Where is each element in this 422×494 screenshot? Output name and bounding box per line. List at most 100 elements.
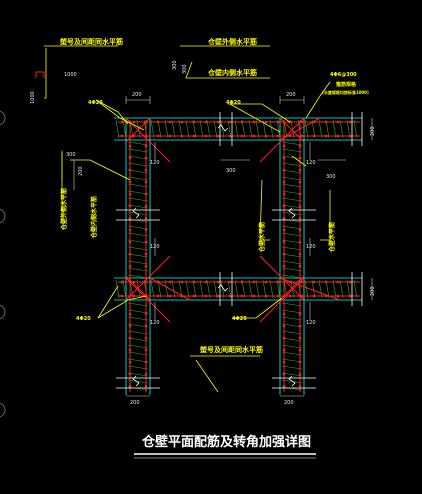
rebar-dot bbox=[282, 372, 286, 376]
rebar-dot bbox=[298, 336, 302, 340]
hatch-stroke bbox=[304, 279, 309, 299]
rebar-dot bbox=[128, 180, 132, 184]
rebar-dot bbox=[312, 120, 316, 124]
hatch-stroke bbox=[269, 279, 274, 299]
hatch-stroke bbox=[281, 169, 303, 174]
rebar-dot bbox=[300, 280, 304, 284]
rebar-dot bbox=[128, 192, 132, 196]
rebar-dot bbox=[216, 280, 220, 284]
rebar-dot bbox=[336, 294, 340, 298]
tag-corner-bar-4: 4Φ20 bbox=[232, 316, 247, 322]
rebar-dot bbox=[282, 180, 286, 184]
hatch-stroke bbox=[127, 218, 149, 223]
vert-mid-label: 仓壁水平筋 bbox=[258, 222, 266, 253]
rebar-dot bbox=[300, 120, 304, 124]
rebar-dot bbox=[128, 204, 132, 208]
rebar-dot bbox=[298, 204, 302, 208]
hatch-stroke bbox=[339, 279, 344, 299]
hatch-stroke bbox=[281, 302, 303, 307]
hatch-stroke bbox=[281, 330, 303, 335]
rebar-dot bbox=[348, 134, 352, 138]
rebar-dot bbox=[298, 168, 302, 172]
rebar-dot bbox=[264, 120, 268, 124]
rebar-dot bbox=[216, 120, 220, 124]
rebar-dot bbox=[276, 134, 280, 138]
hatch-stroke bbox=[127, 260, 149, 265]
hatch-stroke bbox=[281, 176, 303, 181]
rebar-dot bbox=[128, 312, 132, 316]
tag-corner-bar-1: 4Φ20 bbox=[88, 100, 103, 106]
hatch-stroke bbox=[248, 279, 253, 299]
hatch-stroke bbox=[185, 119, 190, 139]
hatch-stroke bbox=[281, 246, 303, 251]
note-length-spec: (长度规格均按标准1000) bbox=[322, 89, 369, 95]
text-labels: 塑号及间距同水平筋 仓壁外侧水平筋 仓壁内侧水平筋 4Φ6@300 箍筋规格 (… bbox=[30, 37, 376, 459]
rebar-dot bbox=[324, 134, 328, 138]
hatch-stroke bbox=[281, 218, 303, 223]
rebar-dot bbox=[144, 180, 148, 184]
hatch-stroke bbox=[281, 148, 303, 153]
rebar-dot bbox=[120, 134, 124, 138]
rebar-dot bbox=[144, 312, 148, 316]
rebar-dot bbox=[240, 120, 244, 124]
hatch-stroke bbox=[115, 279, 120, 299]
dim-1000-side: 1000 bbox=[30, 91, 36, 104]
hatch-stroke bbox=[127, 309, 149, 314]
rebar-dot bbox=[252, 280, 256, 284]
hatch-stroke bbox=[127, 162, 149, 167]
hatch-stroke bbox=[234, 119, 239, 139]
rebar-dot bbox=[298, 192, 302, 196]
hatch-stroke bbox=[127, 386, 149, 391]
hatch-stroke bbox=[127, 211, 149, 216]
rebar-dot bbox=[264, 280, 268, 284]
dim-1000-top: 1000 bbox=[64, 72, 77, 78]
rebar-dot bbox=[282, 252, 286, 256]
hatch-stroke bbox=[255, 119, 260, 139]
rebar-dot bbox=[120, 120, 124, 124]
rebar-dot bbox=[336, 120, 340, 124]
rebar-dot bbox=[298, 372, 302, 376]
rebar-dot bbox=[348, 294, 352, 298]
rebar-dot bbox=[128, 144, 132, 148]
hatch-stroke bbox=[164, 279, 169, 299]
note-bottom: 塑号及间距同水平筋 bbox=[200, 345, 263, 354]
rebar-dot bbox=[132, 294, 136, 298]
rebar-dot bbox=[128, 264, 132, 268]
hatch-stroke bbox=[281, 239, 303, 244]
dim-300-left: 300 bbox=[66, 152, 76, 158]
hatch-stroke bbox=[281, 267, 303, 272]
rebar-dot bbox=[168, 120, 172, 124]
rebar-dot bbox=[264, 134, 268, 138]
hatch-stroke bbox=[281, 358, 303, 363]
vert-inner-label: 仓壁内侧水平筋 bbox=[90, 196, 98, 239]
rebar-dots bbox=[120, 120, 352, 388]
rebar-dot bbox=[228, 280, 232, 284]
hatch-stroke bbox=[127, 253, 149, 258]
rebar-dot bbox=[128, 384, 132, 388]
rebar-dot bbox=[282, 144, 286, 148]
rebar-dot bbox=[298, 240, 302, 244]
hatch-stroke bbox=[127, 169, 149, 174]
rebar-dot bbox=[312, 294, 316, 298]
rebar-dot bbox=[156, 134, 160, 138]
rebar-dot bbox=[144, 372, 148, 376]
rebar-dot bbox=[282, 192, 286, 196]
hatch-stroke bbox=[281, 323, 303, 328]
edge-markers bbox=[0, 110, 6, 418]
rebar-dot bbox=[144, 120, 148, 124]
rebar-dot bbox=[298, 156, 302, 160]
rebar-dot bbox=[312, 280, 316, 284]
hatch-stroke bbox=[127, 274, 149, 279]
dim-300-mid: 300 bbox=[226, 168, 236, 174]
hatch-stroke bbox=[127, 351, 149, 356]
rebar-dot bbox=[144, 168, 148, 172]
hatch-stroke bbox=[332, 279, 337, 299]
rebar-dot bbox=[312, 134, 316, 138]
rebar-dot bbox=[128, 372, 132, 376]
rebar-dot bbox=[144, 252, 148, 256]
rebar-dot bbox=[228, 120, 232, 124]
rebar-dot bbox=[132, 280, 136, 284]
note-top-left: 塑号及间距同水平筋 bbox=[60, 37, 123, 46]
hatch-stroke bbox=[281, 197, 303, 202]
